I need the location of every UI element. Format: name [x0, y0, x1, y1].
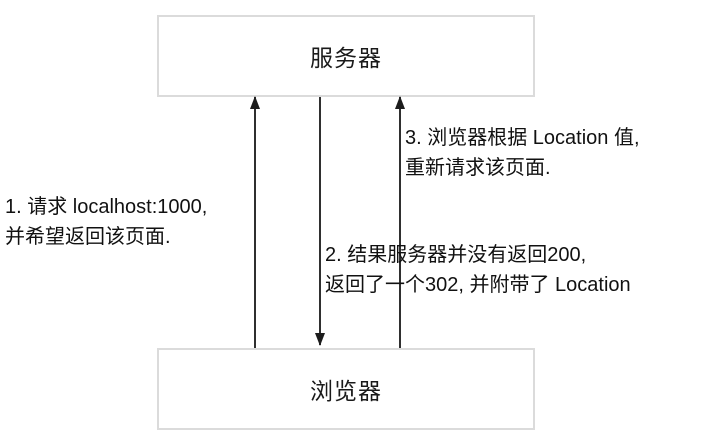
browser-node-label: 浏览器: [310, 378, 382, 404]
annotation-step-1-line-1: 1. 请求 localhost:1000,: [5, 196, 208, 218]
re-request-arrow-line: [399, 97, 401, 348]
response-arrow-line: [319, 97, 321, 345]
annotation-step-1-line-2: 并希望返回该页面.: [5, 226, 171, 248]
annotation-step-3-line-2: 重新请求该页面.: [405, 157, 551, 179]
annotation-step-3: 3. 浏览器根据 Location 值, 重新请求该页面.: [405, 123, 640, 183]
annotation-step-1: 1. 请求 localhost:1000, 并希望返回该页面.: [5, 192, 207, 252]
browser-node: 浏览器: [157, 348, 535, 430]
server-node: 服务器: [157, 15, 535, 97]
arrowhead-up-icon: [250, 96, 260, 109]
annotation-step-2: 2. 结果服务器并没有返回200, 返回了一个302, 并附带了 Locatio…: [325, 240, 631, 300]
server-node-label: 服务器: [310, 45, 382, 71]
annotation-step-3-line-1: 3. 浏览器根据 Location 值,: [405, 127, 640, 149]
annotation-step-2-line-2: 返回了一个302, 并附带了 Location: [325, 274, 631, 296]
request-arrow-line: [254, 97, 256, 348]
annotation-step-2-line-1: 2. 结果服务器并没有返回200,: [325, 244, 587, 266]
arrowhead-down-icon: [315, 333, 325, 346]
arrowhead-up-icon: [395, 96, 405, 109]
